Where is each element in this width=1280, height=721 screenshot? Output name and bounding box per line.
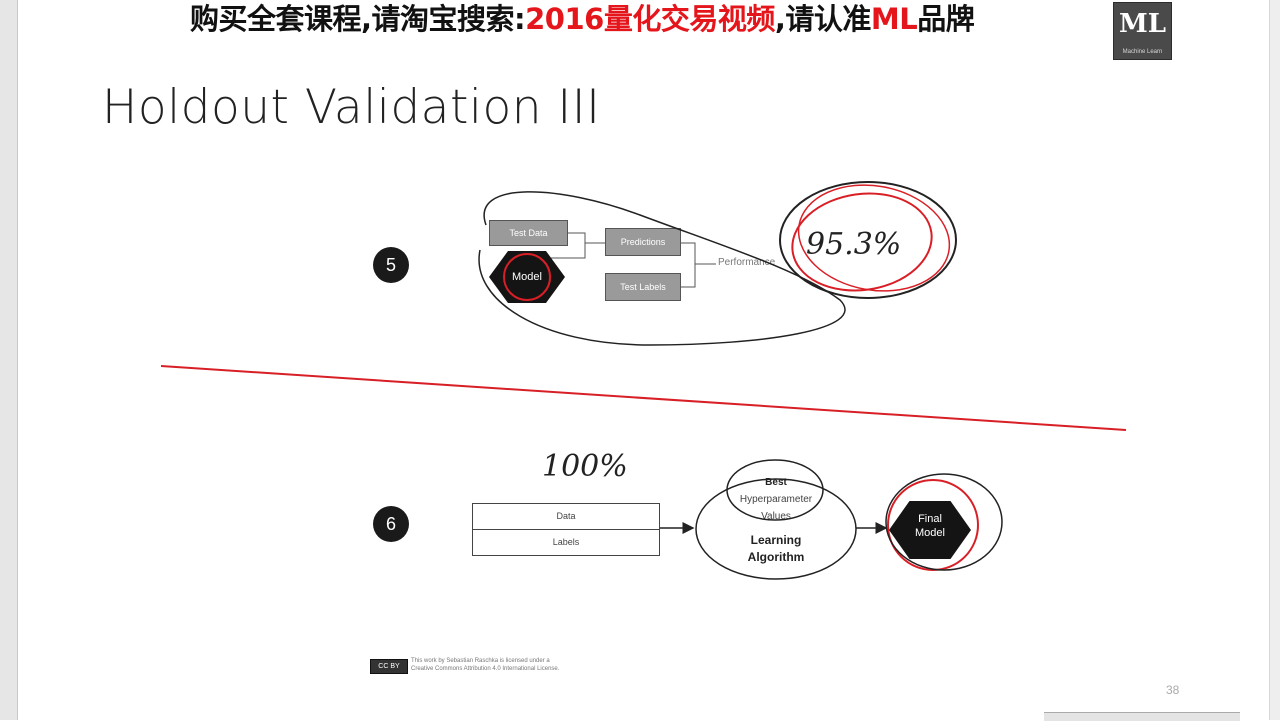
annotation-final-circle-1	[887, 479, 979, 571]
annotation-final-circle-2	[885, 473, 1003, 571]
annotation-divider-line	[160, 365, 1127, 431]
banner-highlight: 2016量化交易视频	[525, 2, 775, 36]
algorithm-label: Algorithm	[747, 550, 805, 564]
annotation-best-circle	[726, 459, 824, 521]
license-line-2: Creative Commons Attribution 4.0 Interna…	[411, 666, 560, 672]
values-label: Values	[761, 511, 791, 522]
test-labels-box: Test Labels	[605, 273, 681, 301]
performance-label: Performance	[718, 257, 776, 268]
cc-license-badge[interactable]: CC BY	[370, 659, 408, 674]
banner-text-2: ,请认准	[774, 2, 872, 36]
scrollbar[interactable]	[1269, 0, 1280, 720]
labels-row: Labels	[472, 529, 660, 556]
page-number: 38	[1166, 683, 1180, 697]
hyperparameter-label: Hyperparameter	[739, 494, 813, 505]
annotation-scribble-top	[478, 191, 846, 346]
banner-text-3: 品牌	[917, 2, 975, 36]
ml-logo: ML Machine Learn	[1113, 2, 1172, 60]
annotation-100-percent: 100%	[542, 449, 628, 484]
promo-banner: 购买全套课程,请淘宝搜索:2016量化交易视频,请认准ML品牌	[190, 2, 1100, 36]
final-model-hexagon: Final Model	[889, 501, 971, 559]
data-row: Data	[472, 503, 660, 530]
annotation-model-circle	[503, 253, 551, 301]
slide-title: Holdout Validation III	[102, 80, 601, 135]
annotation-percent-circle-3	[797, 184, 951, 292]
logo-text: ML	[1118, 9, 1167, 39]
step-6-marker: 6	[373, 506, 409, 542]
annotation-95-3-percent: 95.3%	[806, 227, 901, 262]
license-line-1: This work by Sebastian Raschka is licens…	[411, 658, 550, 664]
taskbar-strip	[1044, 712, 1240, 721]
final-model-label: Model	[915, 527, 945, 539]
logo-subtext: Machine Learn	[1122, 49, 1163, 55]
test-data-box: Test Data	[489, 220, 568, 246]
final-label: Final	[918, 513, 942, 525]
banner-brand: ML	[870, 2, 918, 36]
step-5-marker: 5	[373, 247, 409, 283]
learning-label: Learning	[750, 533, 802, 547]
license-text: This work by Sebastian Raschka is licens…	[411, 657, 611, 673]
annotation-percent-circle-1	[779, 181, 957, 299]
predictions-box: Predictions	[605, 228, 681, 256]
best-label: Best	[765, 477, 787, 488]
banner-text-1: 购买全套课程,请淘宝搜索:	[190, 2, 526, 36]
slide-panel-edge	[0, 0, 18, 720]
